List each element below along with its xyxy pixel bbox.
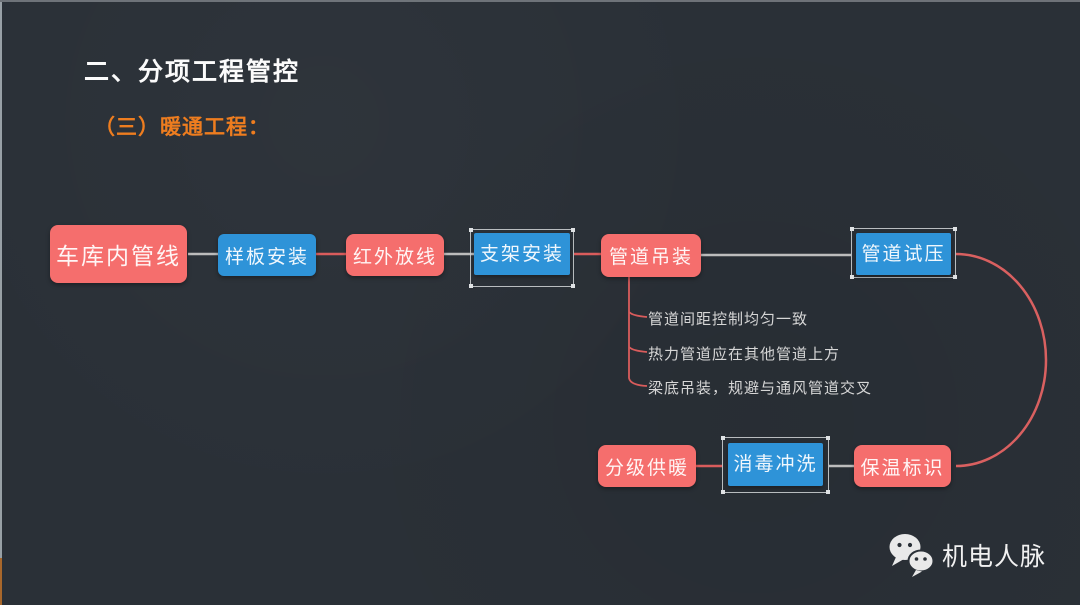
node-infrared-line-layout[interactable]: 红外放线 — [346, 234, 444, 276]
footer-brand: 机电人脉 — [888, 532, 1046, 578]
node-sample-installation[interactable]: 样板安装 — [218, 234, 316, 276]
node-disinfection-flushing[interactable]: 消毒冲洗 — [728, 443, 823, 486]
page-title: 二、分项工程管控 — [84, 58, 301, 86]
selection-handle[interactable] — [953, 275, 957, 279]
selection-handle[interactable] — [469, 284, 473, 288]
selection-handle[interactable] — [571, 228, 575, 232]
notes-branch-trunk — [628, 277, 648, 387]
footer-brand-text: 机电人脉 — [942, 543, 1047, 571]
selection-handle[interactable] — [953, 227, 957, 231]
connector-pressure-test-to-insulation-curve — [955, 252, 1048, 468]
node-pipeline-pressure-test[interactable]: 管道试压 — [856, 233, 951, 275]
node-bracket-installation[interactable]: 支架安装 — [474, 233, 570, 275]
slide-top-edge — [0, 0, 1080, 2]
slide-left-edge — [0, 2, 2, 558]
node-pipeline-hoisting[interactable]: 管道吊装 — [601, 234, 701, 277]
wechat-icon — [889, 534, 935, 577]
section-subtitle: （三）暖通工程： — [94, 116, 270, 139]
selection-handle[interactable] — [826, 436, 830, 440]
node-insulation-marking[interactable]: 保温标识 — [854, 445, 951, 487]
selection-handle[interactable] — [721, 490, 725, 494]
selection-handle[interactable] — [826, 490, 830, 494]
selection-handle[interactable] — [469, 228, 473, 232]
hoisting-note: 热力管道应在其他管道上方 — [648, 346, 841, 363]
slide-left-edge-orange — [0, 558, 2, 605]
hoisting-note: 梁底吊装，规避与通风管道交叉 — [648, 380, 873, 397]
selection-handle[interactable] — [850, 227, 854, 231]
node-garage-pipelines[interactable]: 车库内管线 — [50, 225, 187, 283]
selection-handle[interactable] — [721, 436, 725, 440]
node-graded-heating[interactable]: 分级供暖 — [598, 445, 696, 487]
notes-branch-1 — [628, 311, 648, 318]
selection-handle[interactable] — [571, 284, 575, 288]
selection-handle[interactable] — [850, 275, 854, 279]
hoisting-note: 管道间距控制均匀一致 — [648, 311, 809, 328]
notes-branch-2 — [628, 346, 648, 353]
